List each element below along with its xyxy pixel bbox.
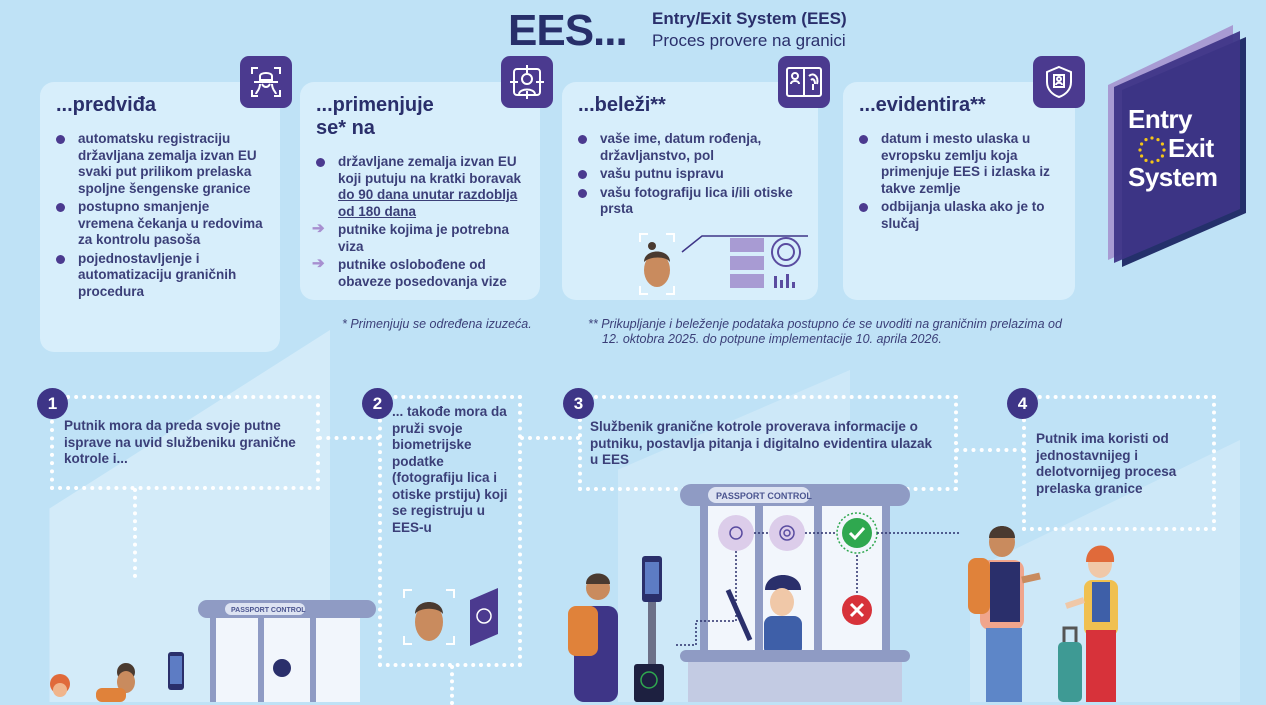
face-fingerprint-illustration <box>403 588 498 646</box>
face-target-icon <box>501 56 553 108</box>
step-1-number: 1 <box>37 388 68 419</box>
page-subtitle: Proces provere na granici <box>652 31 846 50</box>
arrow-right-icon: ➔ <box>312 220 325 237</box>
booth-sign: PASSPORT CONTROL <box>716 491 812 501</box>
list-item: datum i mesto ulaska u evropsku zemlju k… <box>859 131 1059 197</box>
list-item: automatsku registraciju državljana zemal… <box>56 131 264 197</box>
arrow-right-icon: ➔ <box>312 255 325 272</box>
card-heading: ...evidentira** <box>859 94 986 116</box>
list-sub-item: ➔putnike kojima je potrebna viza <box>312 220 510 254</box>
step-4-text: Putnik ima koristi od jednostavnijeg i d… <box>1036 431 1177 496</box>
card-heading: se* na <box>316 117 375 139</box>
connector <box>318 436 380 440</box>
step-2-number: 2 <box>362 388 393 419</box>
card-heading: ...beleži** <box>578 94 666 116</box>
face-scan-icon <box>240 56 292 108</box>
step-1-box <box>50 395 320 490</box>
card-evidentira: ...evidentira** datum i mesto ulaska u e… <box>843 82 1075 300</box>
list-item: odbijanja ulaska ako je to slučaj <box>859 199 1059 232</box>
list-item: državljane zemalja izvan EU koji putuju … <box>316 154 524 220</box>
passport-control-booth: PASSPORT CONTROL <box>568 484 960 702</box>
check-icon <box>842 518 872 548</box>
step-3-text: Službenik granične kotrole proverava inf… <box>590 419 933 467</box>
biometric-data-illustration <box>639 233 808 295</box>
logo-line-exit: Exit <box>1168 133 1214 163</box>
step-3-number: 3 <box>563 388 594 419</box>
logo-line-system: System <box>1128 162 1218 192</box>
list-item: vašu fotografiju lica i/ili otiske prsta <box>578 185 802 218</box>
passport-control-booth-small: PASSPORT CONTROL <box>50 600 376 702</box>
page-subtitle-bold: Entry/Exit System (EES) <box>652 9 847 28</box>
step-4-box <box>1022 395 1216 531</box>
footnote-implementation: ** Prikupljanje i beleženje podataka pos… <box>588 317 1062 346</box>
list-item: vaše ime, datum rođenja, državljanstvo, … <box>578 131 802 164</box>
shield-id-icon <box>1033 56 1085 108</box>
passport-fingerprint-icon <box>778 56 830 108</box>
card-heading: ...predviđa <box>56 94 157 116</box>
list-sub-item: ➔putnike oslobođene od obaveze posedovan… <box>312 255 507 289</box>
step-4-number: 4 <box>1007 388 1038 419</box>
connector <box>955 448 1025 452</box>
card-belezi: ...beleži** vaše ime, datum rođenja, drž… <box>562 82 818 300</box>
logo-line-entry: Entry <box>1128 104 1192 134</box>
fingerprint-icon <box>769 515 805 551</box>
step-1-text: Putnik mora da preda svoje putne isprave… <box>64 418 296 466</box>
card-heading: ...primenjuje <box>316 94 434 116</box>
connector <box>520 436 580 440</box>
connector <box>133 488 137 578</box>
booth-sign: PASSPORT CONTROL <box>231 607 306 614</box>
list-item: vašu putnu ispravu <box>578 166 802 183</box>
step-2-text: ... takođe mora da pruži svoje biometrij… <box>392 404 508 535</box>
page-title: EES... <box>508 6 628 55</box>
face-scan-icon <box>718 515 754 551</box>
list-item: pojednostavljenje i automatizaciju grani… <box>56 251 264 301</box>
ees-logo: Entry Exit System <box>1108 25 1248 267</box>
happy-travelers-illustration <box>968 526 1118 702</box>
list-item: postupno smanjenje vremena čekanja u red… <box>56 199 264 249</box>
connector <box>450 665 454 705</box>
footnote-exceptions: * Primenjuju se određena izuzeća. <box>342 317 532 331</box>
card-predvida: ...predviđa automatsku registraciju drža… <box>40 82 280 352</box>
